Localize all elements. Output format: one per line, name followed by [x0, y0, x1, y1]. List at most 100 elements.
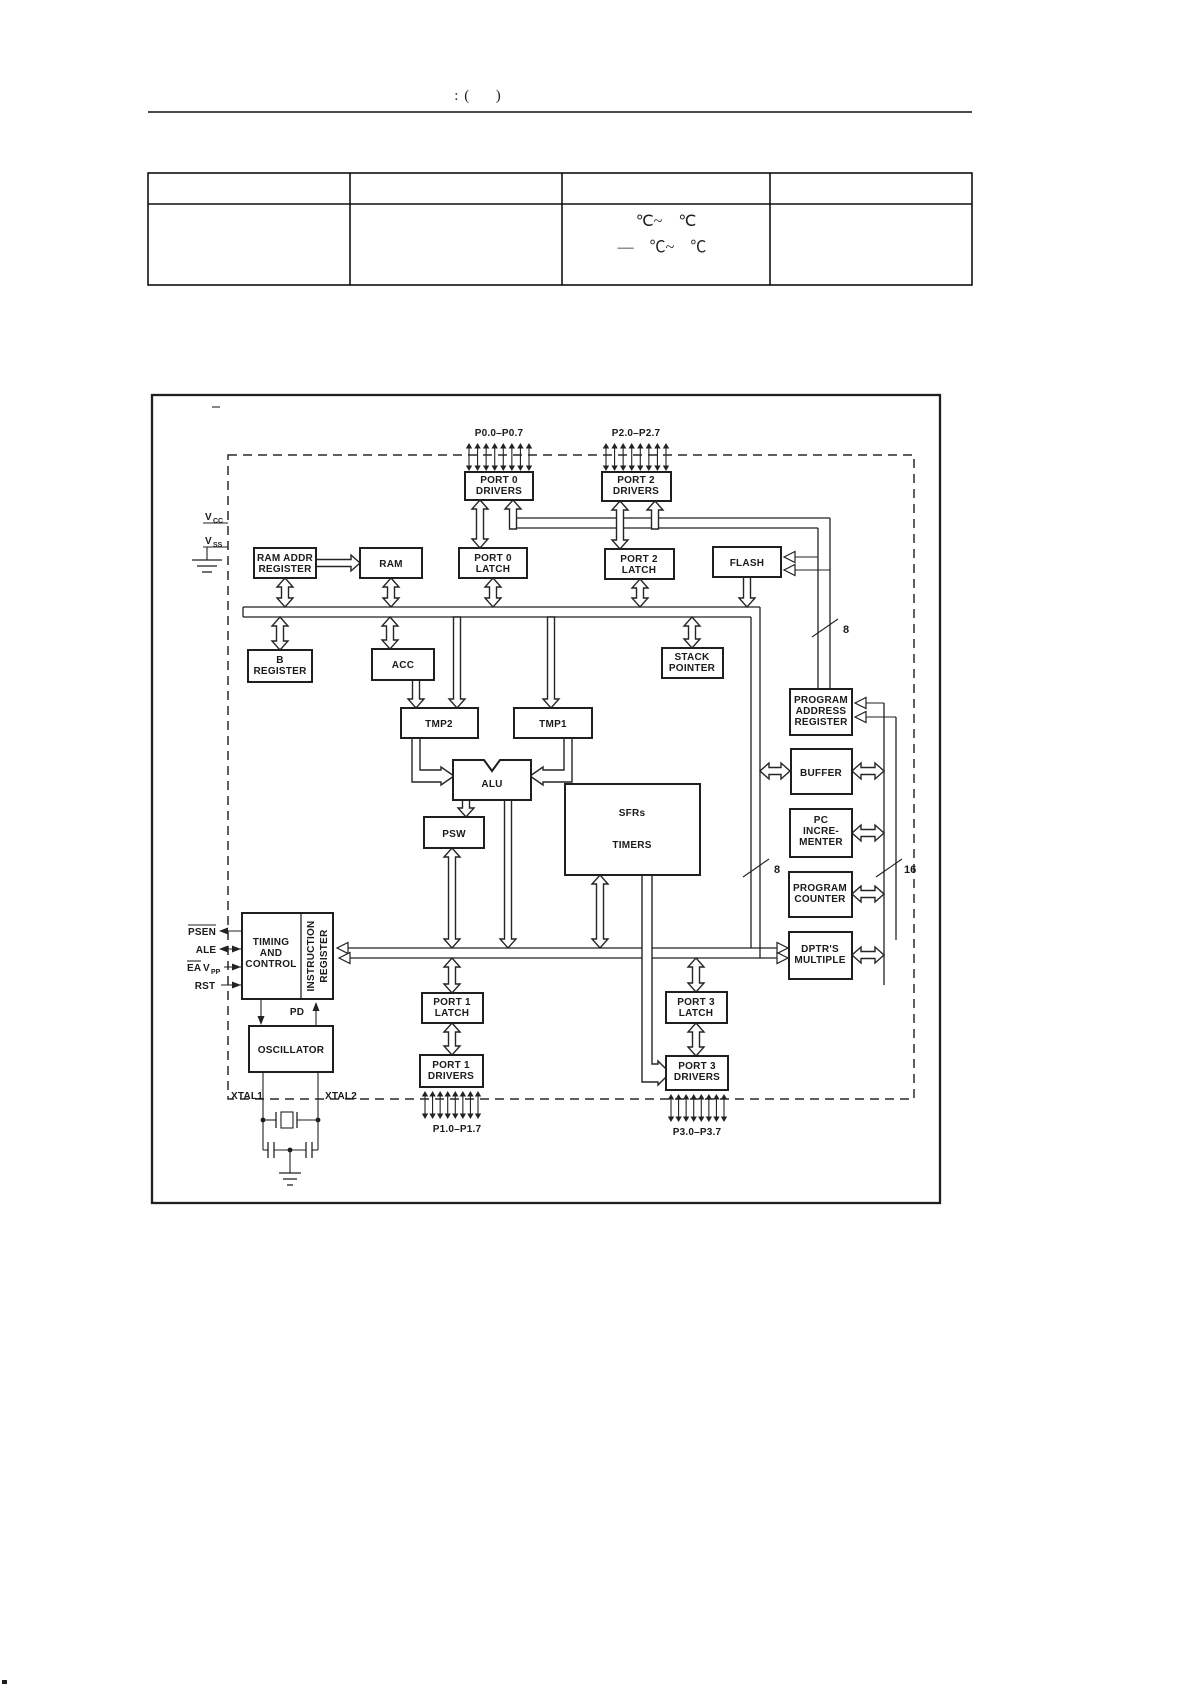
svg-text:MULTIPLE: MULTIPLE [794, 955, 845, 966]
svg-text:REGISTER: REGISTER [258, 564, 312, 575]
block-port3-drivers: PORT 3 DRIVERS [665, 1055, 729, 1091]
ea-v-label: V [203, 963, 210, 974]
svg-text:LATCH: LATCH [679, 1008, 713, 1019]
svg-text:RAM ADDR: RAM ADDR [257, 553, 314, 564]
svg-text:LATCH: LATCH [435, 1008, 469, 1019]
pd-label: PD [290, 1007, 304, 1018]
block-port1-drivers: PORT 1 DRIVERS [419, 1054, 484, 1088]
data-table: ℃~ ℃ — ℃~ ℃ [147, 172, 973, 286]
hollow-bus-arrows [270, 498, 886, 1087]
block-acc: ACC [371, 648, 435, 681]
bus-right-arrowhead [776, 951, 790, 965]
bus-left-arrowhead [335, 941, 349, 955]
block-dptrs-multiple: DPTR'S MULTIPLE [788, 931, 853, 980]
ea-arrowhead [232, 963, 241, 971]
block-timing-and-control: TIMING AND CONTROL INSTRUCTION REGISTER [241, 912, 334, 1000]
header-title: : ( ) [454, 88, 501, 104]
svg-text:STACK: STACK [675, 652, 710, 663]
table-border [147, 172, 973, 286]
vcc-label: V [205, 512, 212, 523]
diagram-wires [192, 517, 903, 1186]
block-port0-drivers: PORT 0 DRIVERS [464, 471, 534, 501]
par-input-arrowhead [853, 710, 867, 724]
page-header: : ( ) [148, 88, 972, 113]
block-buffer: BUFFER [790, 748, 853, 795]
block-label: DRIVERS [476, 486, 522, 497]
psen-arrowhead [219, 927, 228, 935]
flash-input-arrowhead [782, 550, 796, 564]
block-label: PORT 0 [480, 475, 518, 486]
block-alu: ALU [452, 759, 532, 801]
xtal1-label: XTAL1 [231, 1091, 263, 1102]
svg-text:PC: PC [814, 815, 828, 826]
svg-text:PORT 3: PORT 3 [678, 1061, 716, 1072]
block-oscillator: OSCILLATOR [248, 1025, 334, 1073]
svg-text:RAM: RAM [379, 559, 403, 570]
svg-text:PORT 0: PORT 0 [474, 553, 512, 564]
svg-text:PROGRAM: PROGRAM [794, 695, 848, 706]
bus-width-8-data: 8 [774, 864, 780, 876]
bus-left-arrowhead [337, 951, 351, 965]
vss-sub-label: SS [213, 542, 223, 549]
block-stack-pointer: STACK POINTER [661, 647, 724, 679]
svg-text:PORT 3: PORT 3 [677, 997, 715, 1008]
block-pc-incrementer: PC INCRE- MENTER [789, 808, 853, 858]
svg-text:TMP2: TMP2 [425, 719, 453, 730]
block-flash: FLASH [712, 546, 782, 578]
diagram-frame [150, 393, 942, 1205]
block-port3-latch: PORT 3 LATCH [665, 991, 728, 1024]
svg-text:REGISTER: REGISTER [253, 666, 307, 677]
svg-text:BUFFER: BUFFER [800, 768, 843, 779]
svg-text:LATCH: LATCH [622, 565, 656, 576]
block-port2-latch: PORT 2 LATCH [604, 548, 675, 580]
diagram-labels: P0.0–P0.7 P2.0–P2.7 P1.0–P1.7 P3.0–P3.7 … [187, 428, 916, 1138]
instruction-register-label: INSTRUCTION [306, 920, 317, 991]
svg-text:FLASH: FLASH [730, 558, 765, 569]
svg-text:PORT 1: PORT 1 [432, 1060, 470, 1071]
svg-text:TIMING: TIMING [253, 937, 290, 948]
bus-width-16-addr: 16 [904, 864, 916, 876]
svg-text:ACC: ACC [392, 660, 414, 671]
port1-pins-label: P1.0–P1.7 [433, 1124, 482, 1135]
svg-text:DRIVERS: DRIVERS [428, 1071, 474, 1082]
svg-text:DRIVERS: DRIVERS [613, 486, 659, 497]
bus-width-8-flash: 8 [843, 624, 849, 636]
block-ram-addr-register: RAM ADDR REGISTER [253, 547, 317, 579]
psen-label: PSEN [188, 927, 216, 938]
vss-label: V [205, 536, 212, 547]
svg-text:POINTER: POINTER [669, 663, 716, 674]
svg-text:INCRE-: INCRE- [803, 826, 839, 837]
svg-text:SFRs: SFRs [619, 808, 646, 819]
port-pin-arrows [421, 443, 728, 1122]
svg-text:DRIVERS: DRIVERS [674, 1072, 720, 1083]
rst-label: RST [195, 981, 216, 992]
block-program-address-register: PROGRAM ADDRESS REGISTER [789, 688, 853, 736]
block-sfrs-timers: SFRs TIMERS [564, 783, 701, 876]
port0-pins-label: P0.0–P0.7 [475, 428, 524, 439]
block-b-register: B REGISTER [247, 649, 313, 683]
pd-down-arrowhead [257, 1016, 265, 1025]
svg-text:CONTROL: CONTROL [245, 959, 296, 970]
osc-up-arrowhead [312, 1002, 320, 1011]
vcc-sub-label: CC [213, 518, 223, 525]
chip-dashed-boundary [227, 454, 915, 1100]
page-edge-mark [2, 1680, 7, 1684]
svg-text:PORT 2: PORT 2 [617, 475, 655, 486]
block-tmp1: TMP1 [513, 707, 593, 739]
table-temp-range-2: — ℃~ ℃ [617, 239, 707, 256]
ea-label: EA [187, 963, 201, 974]
svg-text:PSW: PSW [442, 829, 466, 840]
svg-text:MENTER: MENTER [799, 837, 843, 848]
svg-text:B: B [276, 655, 283, 666]
par-input-arrowhead [853, 696, 867, 710]
svg-text:REGISTER: REGISTER [794, 717, 848, 728]
svg-text:COUNTER: COUNTER [794, 894, 846, 905]
svg-text:TMP1: TMP1 [539, 719, 567, 730]
ale-arrowhead [219, 945, 228, 953]
rst-arrowhead [232, 981, 241, 989]
flash-input-arrowhead [782, 563, 796, 577]
port2-pins-label: P2.0–P2.7 [612, 428, 661, 439]
block-port0-latch: PORT 0 LATCH [458, 547, 528, 579]
